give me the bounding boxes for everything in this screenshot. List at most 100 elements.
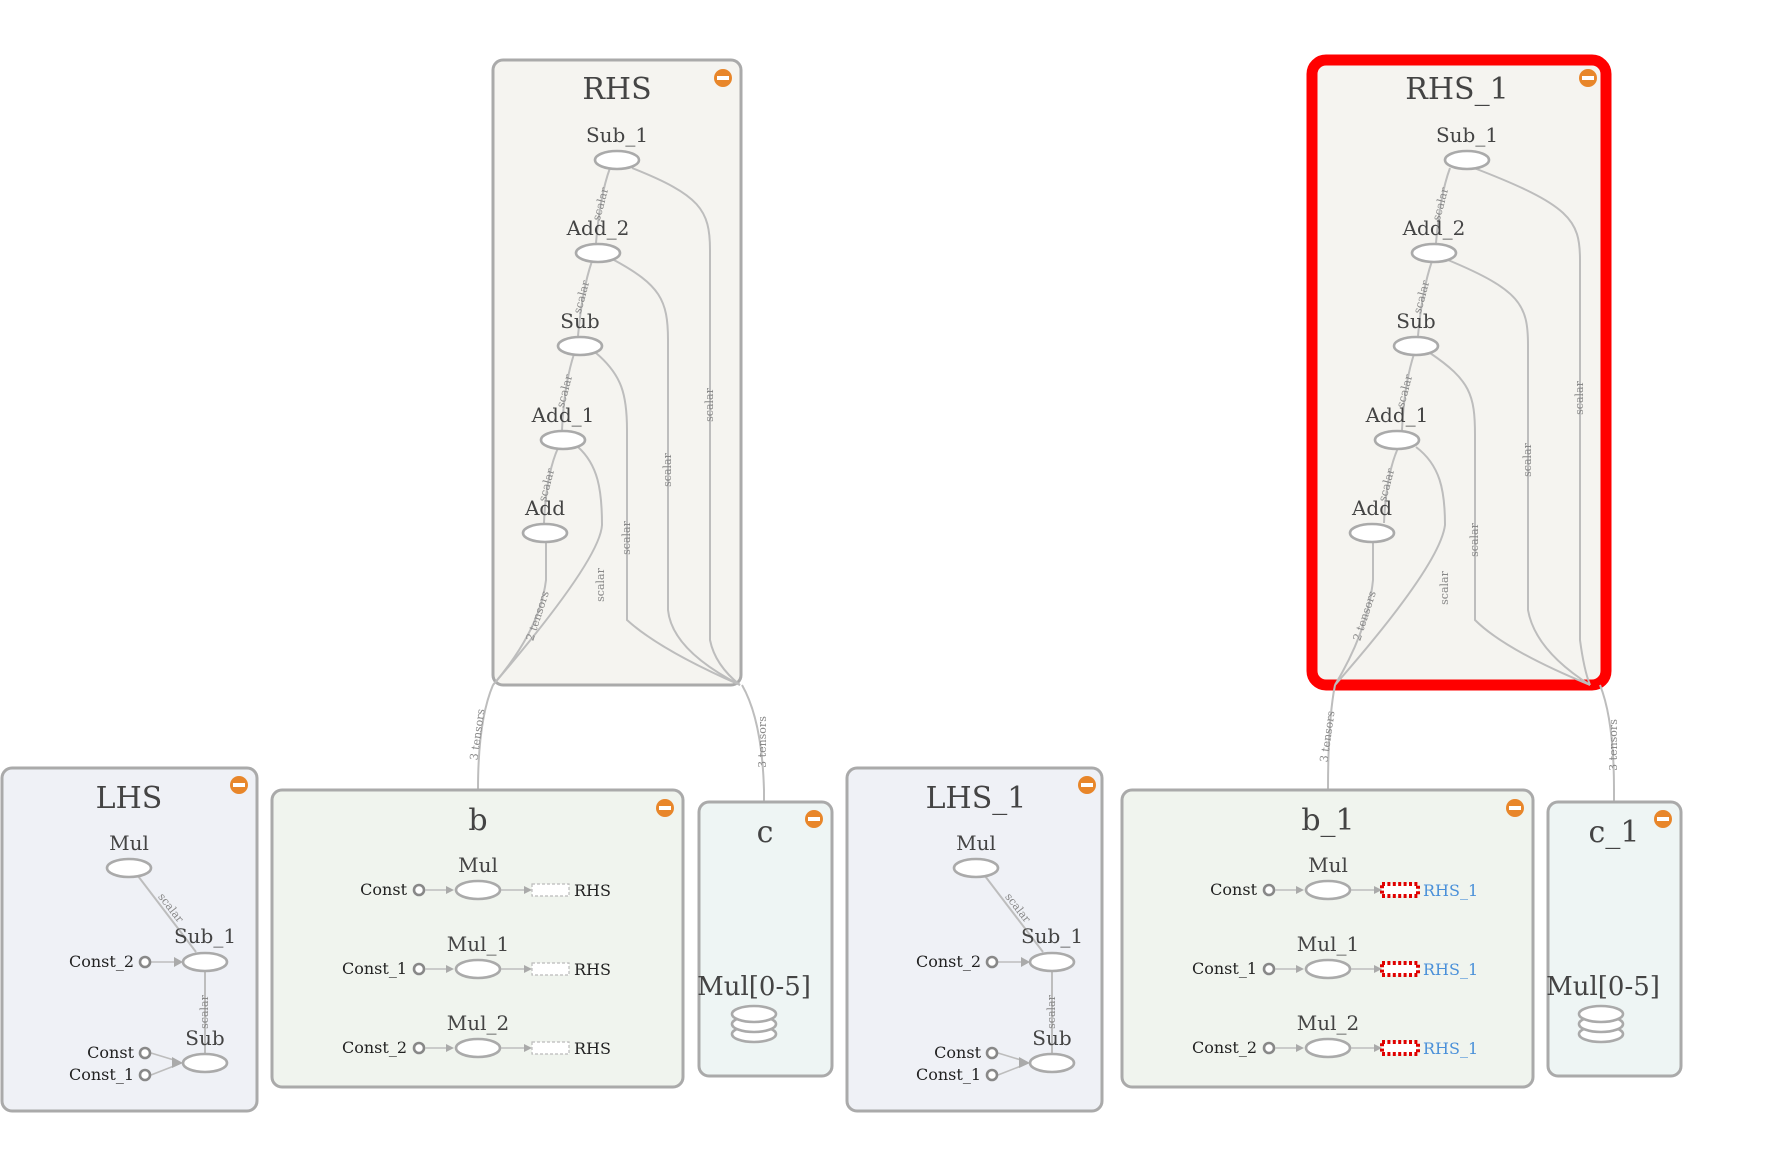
rhs-node-sub[interactable]: Sub [556, 309, 604, 357]
op-ellipse[interactable] [454, 958, 502, 980]
group-b-1[interactable]: b_1 Mul Const RHS_1 Mul_1 Const_1 RHS_1 … [1120, 788, 1535, 1089]
collapse-icon[interactable] [1506, 799, 1524, 817]
const-circle[interactable] [985, 955, 999, 969]
lhs-1-node-mul[interactable]: Mul [952, 831, 1000, 879]
const-circle[interactable] [412, 962, 426, 976]
edge-add-out [1334, 541, 1374, 686]
lhs-node-mul[interactable]: Mul [105, 831, 153, 879]
ref-node[interactable] [531, 1041, 570, 1055]
op-ellipse[interactable] [1304, 958, 1352, 980]
group-lhs-box[interactable] [0, 766, 259, 1113]
ref-node[interactable] [531, 962, 570, 976]
op-ellipse[interactable] [181, 951, 229, 973]
collapse-icon[interactable] [714, 69, 732, 87]
const-circle[interactable] [138, 1068, 152, 1082]
b-1-row-mul[interactable]: Mul Const RHS_1 [1210, 853, 1478, 901]
group-rhs-1[interactable]: RHS_1 scalar scalar scalar scalar scalar… [1306, 54, 1612, 691]
group-c[interactable]: c Mul[0-5] [697, 800, 834, 1078]
lhs-node-sub[interactable]: Sub [181, 1026, 229, 1074]
b-1-row-mul2[interactable]: Mul_2 Const_2 RHS_1 [1192, 1011, 1478, 1059]
op-ellipse[interactable] [454, 879, 502, 901]
group-b-1-box[interactable] [1120, 788, 1535, 1089]
node-label: Sub_1 [1021, 924, 1083, 948]
ref-label[interactable]: RHS_1 [1423, 1039, 1478, 1058]
op-ellipse[interactable] [1028, 1052, 1076, 1074]
op-ellipse[interactable] [1348, 522, 1396, 544]
rhs-node-add2[interactable]: Add_2 [566, 216, 630, 264]
lhs-const1[interactable]: Const_1 [69, 1065, 152, 1084]
op-ellipse[interactable] [952, 857, 1000, 879]
collapse-icon[interactable] [230, 776, 248, 794]
const-circle[interactable] [1262, 962, 1276, 976]
const-circle[interactable] [412, 1041, 426, 1055]
lhs-1-const1[interactable]: Const_1 [916, 1065, 999, 1084]
const-circle[interactable] [412, 883, 426, 897]
b-row-mul1[interactable]: Mul_1 Const_1 RHS [342, 932, 611, 980]
op-ellipse[interactable] [1443, 149, 1491, 171]
variable-stack-icon[interactable] [1577, 1004, 1625, 1044]
b-row-mul[interactable]: Mul Const RHS [360, 853, 611, 901]
const-circle[interactable] [1262, 1041, 1276, 1055]
ref-label[interactable]: RHS_1 [1423, 960, 1478, 979]
group-lhs[interactable]: LHS scalar scalar Mul Sub_1 Sub Const_2 [0, 766, 259, 1113]
op-ellipse[interactable] [521, 522, 569, 544]
lhs-1-const[interactable]: Const [934, 1043, 999, 1062]
rhs-1-node-sub[interactable]: Sub [1392, 309, 1440, 357]
op-ellipse[interactable] [1304, 1037, 1352, 1059]
group-lhs-1-box[interactable] [845, 766, 1104, 1113]
ref-node[interactable] [531, 883, 570, 897]
ref-label[interactable]: RHS_1 [1423, 881, 1478, 900]
group-c-1[interactable]: c_1 Mul[0-5] [1546, 800, 1683, 1078]
const-circle[interactable] [138, 1046, 152, 1060]
b-1-row-mul1[interactable]: Mul_1 Const_1 RHS_1 [1192, 932, 1478, 980]
ref-node[interactable] [1380, 882, 1420, 898]
op-ellipse[interactable] [181, 1052, 229, 1074]
rhs-node-add[interactable]: Add [521, 496, 569, 544]
rhs-node-sub1[interactable]: Sub_1 [586, 123, 648, 171]
const-circle[interactable] [138, 955, 152, 969]
op-ellipse[interactable] [574, 242, 622, 264]
op-ellipse[interactable] [1392, 335, 1440, 357]
rhs-node-add1[interactable]: Add_1 [531, 403, 595, 451]
op-ellipse[interactable] [556, 335, 604, 357]
group-c-1-box[interactable] [1546, 800, 1683, 1078]
edge-add1-add [543, 447, 559, 524]
collapse-icon[interactable] [1654, 810, 1672, 828]
lhs-const2[interactable]: Const_2 [69, 952, 152, 971]
group-b[interactable]: b Mul Const RHS Mul_1 Const_1 RHS Mul_2 [270, 788, 685, 1089]
group-b-box[interactable] [270, 788, 685, 1089]
group-lhs-1[interactable]: LHS_1 scalar scalar Mul Sub_1 Sub Const_… [845, 766, 1104, 1113]
collapse-icon[interactable] [1078, 776, 1096, 794]
group-c-box[interactable] [697, 800, 834, 1078]
const-circle[interactable] [1262, 883, 1276, 897]
collapse-icon[interactable] [656, 799, 674, 817]
op-ellipse[interactable] [593, 149, 641, 171]
ref-node[interactable] [1380, 961, 1420, 977]
variable-stack-icon[interactable] [730, 1004, 778, 1044]
op-ellipse[interactable] [1304, 879, 1352, 901]
lhs-1-node-sub1[interactable]: Sub_1 [1021, 924, 1083, 973]
op-ellipse[interactable] [539, 429, 587, 451]
op-ellipse[interactable] [105, 857, 153, 879]
lhs-const[interactable]: Const [87, 1043, 152, 1062]
edge-mul-sub1 [984, 875, 1044, 953]
b-row-mul2[interactable]: Mul_2 Const_2 RHS [342, 1011, 611, 1059]
rhs-1-node-add[interactable]: Add [1348, 496, 1396, 544]
lhs-node-sub1[interactable]: Sub_1 [174, 924, 236, 973]
lhs-1-node-sub[interactable]: Sub [1028, 1026, 1076, 1074]
const-circle[interactable] [985, 1068, 999, 1082]
collapse-icon[interactable] [805, 810, 823, 828]
rhs-1-node-add1[interactable]: Add_1 [1365, 403, 1429, 451]
group-rhs[interactable]: RHS scalar scalar scalar scalar scalar s… [491, 58, 743, 687]
const-circle[interactable] [985, 1046, 999, 1060]
lhs-1-const2[interactable]: Const_2 [916, 952, 999, 971]
ref-node[interactable] [1380, 1040, 1420, 1056]
op-ellipse[interactable] [1373, 429, 1421, 451]
op-ellipse[interactable] [454, 1037, 502, 1059]
op-ellipse[interactable] [1028, 951, 1076, 973]
collapse-icon[interactable] [1579, 69, 1597, 87]
op-ellipse[interactable] [1410, 242, 1458, 264]
rhs-1-node-add2[interactable]: Add_2 [1402, 216, 1466, 264]
rhs-1-node-sub1[interactable]: Sub_1 [1436, 123, 1498, 171]
